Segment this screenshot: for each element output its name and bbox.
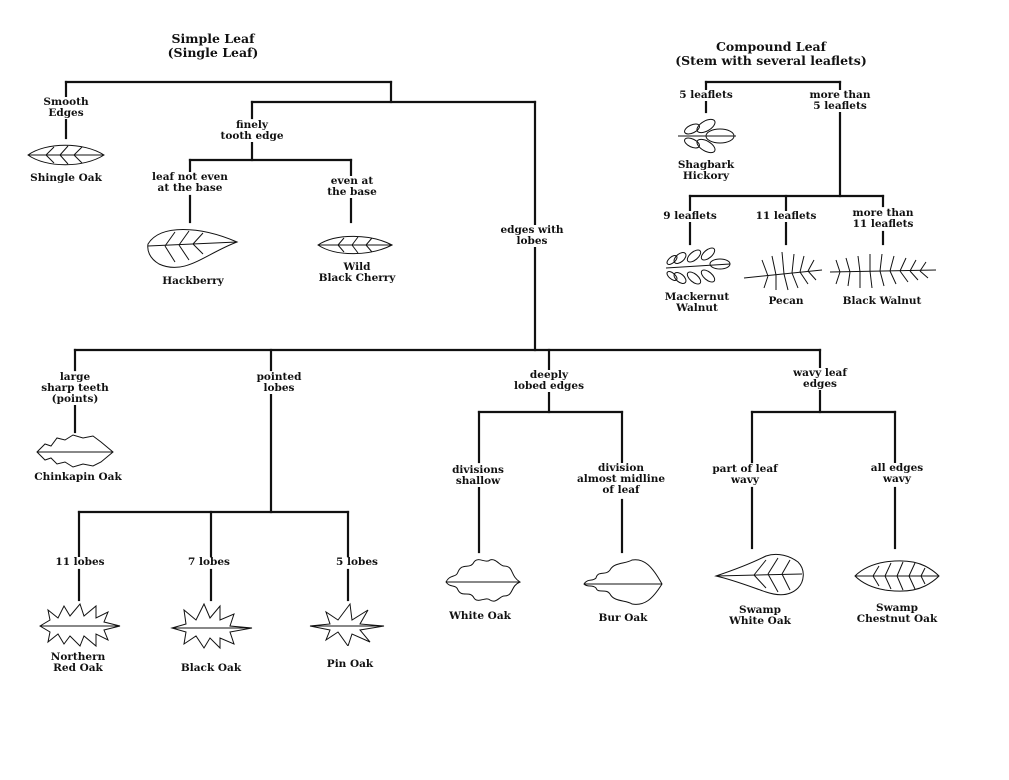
five-lobes-label: 5 lobes — [335, 556, 379, 568]
hackberry-name: Hackberry — [161, 275, 225, 287]
edges-with-lobes-label: edges with lobes — [499, 224, 565, 247]
swamp-chestnut-oak-leaf-icon — [854, 560, 940, 592]
deeply-lobed-label: deeply lobed edges — [513, 369, 585, 392]
leaf-not-even-label: leaf not even at the base — [151, 171, 229, 194]
northern-red-oak-leaf-icon — [39, 602, 121, 648]
chinkapin-oak-name: Chinkapin Oak — [33, 471, 123, 483]
five-leaflets-label: 5 leaflets — [678, 89, 734, 101]
division-midline-label: division almost midline of leaf — [575, 462, 667, 496]
pecan-name: Pecan — [767, 295, 805, 307]
wavy-leaf-edges-label: wavy leaf edges — [792, 367, 848, 390]
smooth-edges-label: Smooth Edges — [42, 96, 90, 119]
black-walnut-leaf-icon — [829, 253, 937, 289]
part-of-leaf-wavy-label: part of leaf wavy — [711, 463, 779, 486]
swamp-chestnut-oak-name: Swamp Chestnut Oak — [855, 602, 939, 625]
more-than-eleven-label: more than 11 leaflets — [851, 207, 915, 230]
shingle-oak-leaf-icon — [27, 144, 105, 166]
large-sharp-teeth-label: large sharp teeth (points) — [40, 371, 110, 405]
shagbark-hickory-name: Shagbark Hickory — [676, 159, 736, 182]
shagbark-hickory-leaf-icon — [678, 118, 736, 154]
black-oak-leaf-icon — [170, 602, 253, 650]
northern-red-oak-name: Northern Red Oak — [49, 651, 107, 674]
bur-oak-name: Bur Oak — [597, 612, 649, 624]
wild-black-cherry-leaf-icon — [317, 235, 394, 255]
divisions-shallow-label: divisions shallow — [451, 464, 505, 487]
pin-oak-name: Pin Oak — [325, 658, 375, 670]
mackernut-walnut-leaf-icon — [665, 247, 731, 285]
chinkapin-oak-leaf-icon — [36, 434, 114, 468]
compound-leaf-title: Compound Leaf (Stem with several leaflet… — [674, 39, 868, 68]
swamp-white-oak-name: Swamp White Oak — [728, 604, 792, 627]
black-oak-name: Black Oak — [179, 662, 243, 674]
white-oak-leaf-icon — [445, 559, 522, 602]
white-oak-name: White Oak — [448, 610, 512, 622]
seven-lobes-label: 7 lobes — [187, 556, 231, 568]
eleven-leaflets-label: 11 leaflets — [754, 210, 818, 222]
hackberry-leaf-icon — [147, 229, 239, 268]
pointed-lobes-label: pointed lobes — [255, 371, 303, 394]
shingle-oak-name: Shingle Oak — [29, 172, 103, 184]
more-than-five-label: more than 5 leaflets — [808, 89, 872, 112]
mackernut-walnut-name: Mackernut Walnut — [663, 291, 731, 314]
swamp-white-oak-leaf-icon — [714, 553, 804, 596]
all-edges-wavy-label: all edges wavy — [869, 462, 925, 485]
pin-oak-leaf-icon — [309, 602, 385, 646]
nine-leaflets-label: 9 leaflets — [662, 210, 718, 222]
pecan-leaf-icon — [743, 251, 823, 291]
eleven-lobes-label: 11 lobes — [54, 556, 106, 568]
even-at-base-label: even at the base — [326, 175, 378, 198]
finely-tooth-edge-label: finely tooth edge — [219, 119, 285, 142]
bur-oak-leaf-icon — [583, 559, 663, 605]
black-walnut-name: Black Walnut — [841, 295, 923, 307]
wild-black-cherry-name: Wild Black Cherry — [317, 261, 397, 284]
simple-leaf-title: Simple Leaf (Single Leaf) — [166, 31, 260, 60]
connector-lines — [64, 80, 897, 602]
